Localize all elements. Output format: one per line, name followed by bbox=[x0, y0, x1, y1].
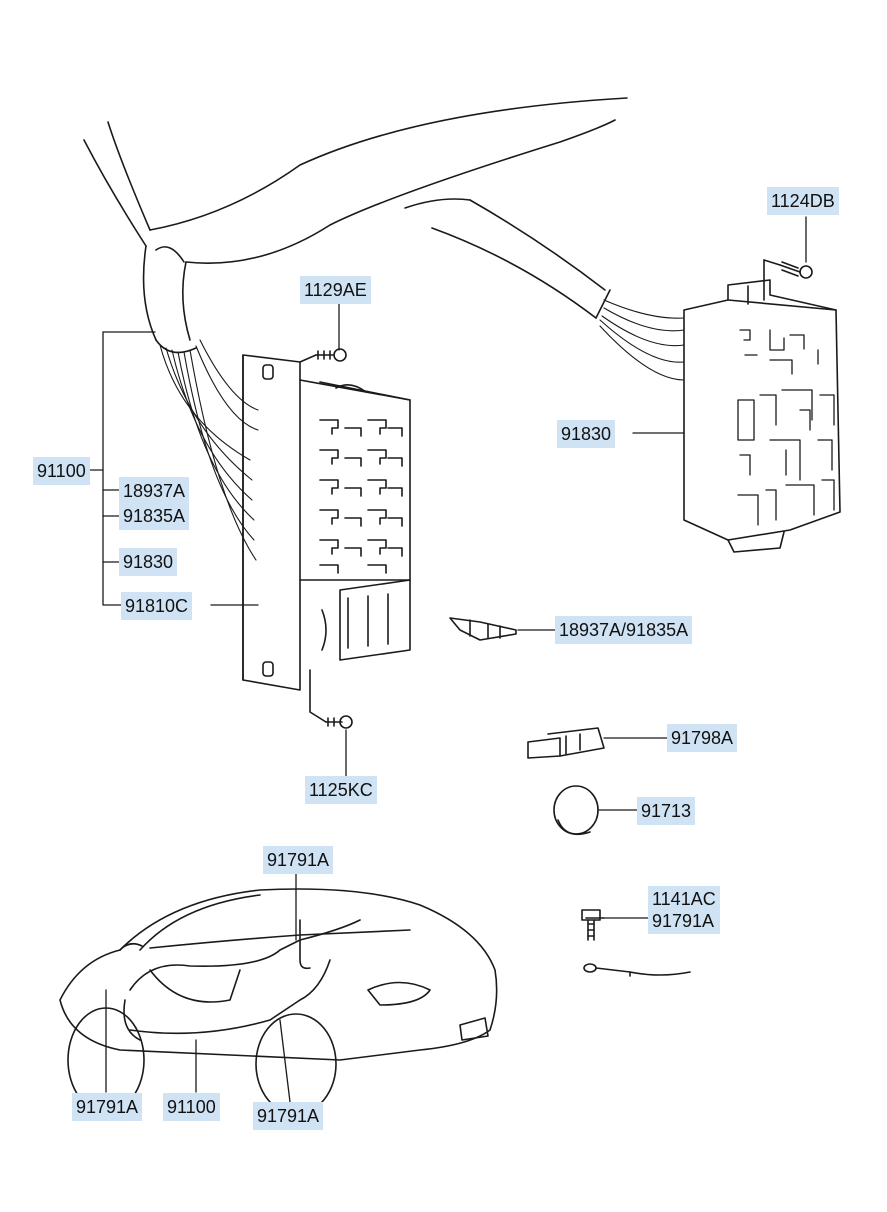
label-car-ground-left[interactable]: 91791A bbox=[72, 1093, 143, 1121]
harness-wires-right bbox=[599, 299, 685, 381]
junction-box-91830 bbox=[683, 279, 841, 553]
label-bolt-1125KC[interactable]: 1125KC bbox=[305, 776, 377, 804]
bolt-1129AE bbox=[299, 348, 347, 363]
label-fuse-side-1[interactable]: 18937A bbox=[119, 477, 190, 505]
label-grommet[interactable]: 91713 bbox=[637, 797, 696, 825]
ground-wire-part bbox=[583, 963, 691, 977]
bolt-1125KC bbox=[309, 669, 353, 729]
label-bolt-1124DB[interactable]: 1124DB bbox=[767, 187, 839, 215]
fuse-box-91810C bbox=[242, 354, 411, 691]
label-ground-bolt[interactable]: 1141AC 91791A bbox=[648, 886, 720, 934]
label-ground-bolt-line2: 91791A bbox=[652, 911, 715, 931]
grommet-part bbox=[553, 785, 599, 836]
label-junction-box-right[interactable]: 91830 bbox=[557, 420, 616, 448]
label-bolt-1129AE[interactable]: 1129AE bbox=[300, 276, 371, 304]
label-relay[interactable]: 91798A bbox=[667, 724, 738, 752]
label-harness-main[interactable]: 91100 bbox=[33, 457, 90, 485]
label-fuse-box[interactable]: 91810C bbox=[121, 592, 193, 620]
ground-bolt-part bbox=[581, 909, 605, 941]
harness-wires-left bbox=[159, 339, 259, 561]
fuse-part bbox=[449, 617, 517, 641]
label-car-ground-top[interactable]: 91791A bbox=[263, 846, 334, 874]
wire-harness-trunk bbox=[83, 97, 628, 354]
label-junction-side[interactable]: 91830 bbox=[119, 548, 178, 576]
label-ground-bolt-line1: 1141AC bbox=[652, 889, 716, 909]
label-car-ground-right[interactable]: 91791A bbox=[253, 1102, 324, 1130]
car-illustration bbox=[59, 888, 498, 1115]
bolt-1124DB bbox=[763, 259, 813, 301]
label-fuse-side-2[interactable]: 91835A bbox=[119, 502, 190, 530]
leader-lines bbox=[87, 216, 807, 1103]
label-fuse-part[interactable]: 18937A/91835A bbox=[555, 616, 693, 644]
relay-part bbox=[527, 727, 605, 759]
label-car-harness[interactable]: 91100 bbox=[163, 1093, 220, 1121]
